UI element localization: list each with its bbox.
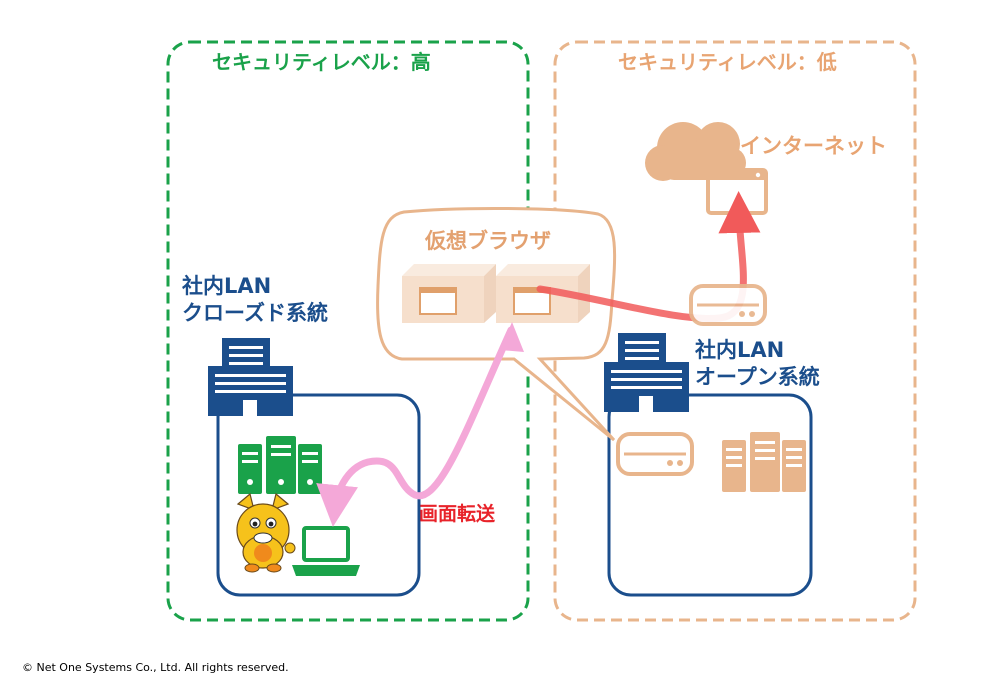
open-lan-label: 社内LAN オープン系統 xyxy=(695,337,820,391)
low-security-title: セキュリティレベル：低 xyxy=(618,50,837,74)
screen-transfer-arrow xyxy=(316,326,515,527)
router-icon-internet xyxy=(689,284,767,326)
router-icon-open-lan xyxy=(616,432,694,476)
open-lan-box xyxy=(607,393,813,597)
copyright-footer: © Net One Systems Co., Ltd. All rights r… xyxy=(22,661,289,674)
high-security-title: セキュリティレベル：高 xyxy=(212,50,431,74)
screen-transfer-arrow-head-top xyxy=(500,322,524,352)
cloud-icon xyxy=(645,122,746,181)
internet-label: インターネット xyxy=(740,134,887,158)
browser-window-icon xyxy=(706,168,768,215)
server-icon-orange xyxy=(722,432,806,492)
virtual-browser-box-1 xyxy=(402,264,496,323)
open-lan-line1: 社内LAN xyxy=(695,338,785,362)
closed-lan-line2: クローズド系統 xyxy=(182,300,328,325)
building-icon-open xyxy=(604,333,689,412)
closed-lan-label: 社内LAN クローズド系統 xyxy=(182,273,328,327)
server-icon-green xyxy=(238,436,322,494)
mascot-character xyxy=(236,492,296,573)
building-icon-closed xyxy=(208,338,293,416)
screen-transfer-label: 画面転送 xyxy=(419,503,496,525)
virtual-browser-label: 仮想ブラウザ xyxy=(425,229,551,253)
virtual-browser-box-2 xyxy=(496,264,590,323)
laptop-icon xyxy=(292,526,360,576)
closed-lan-line1: 社内LAN xyxy=(182,274,272,298)
open-lan-line2: オープン系統 xyxy=(695,364,820,389)
